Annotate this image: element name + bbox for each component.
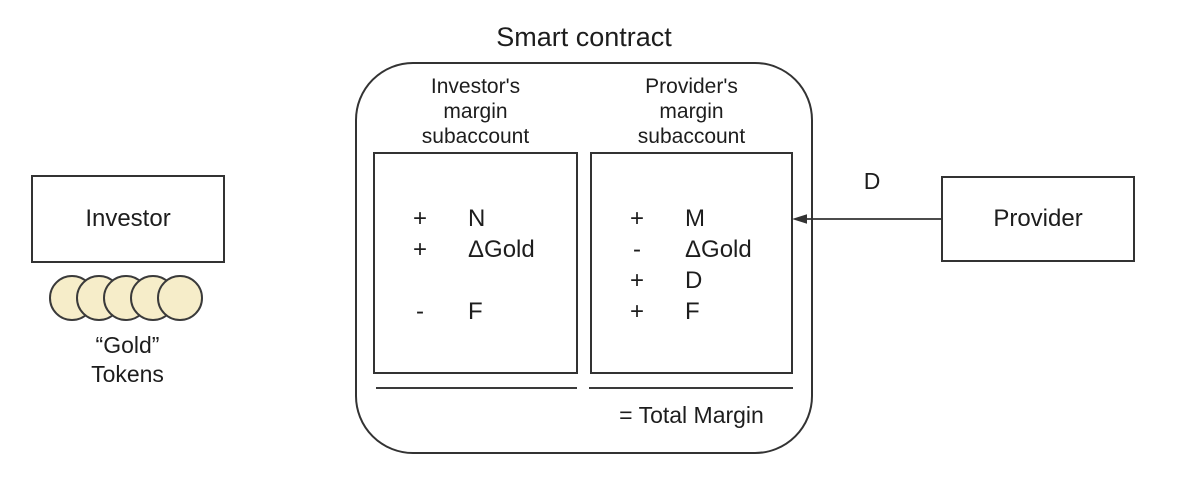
d-arrow-icon xyxy=(792,214,943,224)
ledger-entry: - F xyxy=(373,296,578,327)
entry-value: ΔGold xyxy=(685,236,752,263)
investor-label: Investor xyxy=(85,205,171,232)
ledger-entry xyxy=(373,265,578,296)
ledger-entry: - ΔGold xyxy=(590,234,793,265)
investor-subaccount-box xyxy=(373,152,578,374)
entry-sign: - xyxy=(633,236,641,263)
provider-sum-line xyxy=(589,387,793,389)
d-arrow-label: D xyxy=(863,168,881,194)
entry-sign: + xyxy=(629,267,644,294)
investor-sum-line xyxy=(376,387,577,389)
ledger-entry: + D xyxy=(590,265,793,296)
investor-subaccount-entries: + N + ΔGold - F xyxy=(373,203,578,327)
header-line: subaccount xyxy=(421,125,530,148)
investor-box: Investor xyxy=(31,175,225,263)
entry-value: M xyxy=(685,205,705,232)
entry-sign: - xyxy=(416,298,424,325)
entry-sign: + xyxy=(629,205,644,232)
provider-subaccount-entries: + M - ΔGold + D + F xyxy=(590,203,793,327)
entry-value: N xyxy=(468,205,486,232)
header-line: Investor's xyxy=(430,75,521,98)
diagram-title: Smart contract xyxy=(496,22,672,52)
entry-sign: + xyxy=(629,298,644,325)
ledger-entry: + ΔGold xyxy=(373,234,578,265)
entry-value: ΔGold xyxy=(468,236,535,263)
provider-box: Provider xyxy=(941,176,1135,262)
gold-token-coin xyxy=(157,275,203,321)
entry-value: F xyxy=(468,298,483,325)
ledger-entry: + N xyxy=(373,203,578,234)
header-line: Provider's xyxy=(645,75,738,98)
header-line: margin xyxy=(443,100,508,123)
tokens-label-line: Tokens xyxy=(91,361,164,387)
tokens-label-line: “Gold” xyxy=(95,332,160,358)
entry-value: F xyxy=(685,298,700,325)
header-line: subaccount xyxy=(637,125,746,148)
provider-subaccount-header: Provider's margin subaccount xyxy=(590,74,793,149)
ledger-entry: + F xyxy=(590,296,793,327)
ledger-entry: + M xyxy=(590,203,793,234)
entry-sign: + xyxy=(412,236,427,263)
entry-sign: + xyxy=(412,205,427,232)
provider-subaccount-box xyxy=(590,152,793,374)
provider-label: Provider xyxy=(993,205,1083,232)
gold-tokens-label: “Gold” Tokens xyxy=(40,331,215,389)
header-line: margin xyxy=(659,100,724,123)
entry-value: D xyxy=(685,267,703,294)
total-margin-label: = Total Margin xyxy=(619,402,764,428)
investor-subaccount-header: Investor's margin subaccount xyxy=(373,74,578,149)
